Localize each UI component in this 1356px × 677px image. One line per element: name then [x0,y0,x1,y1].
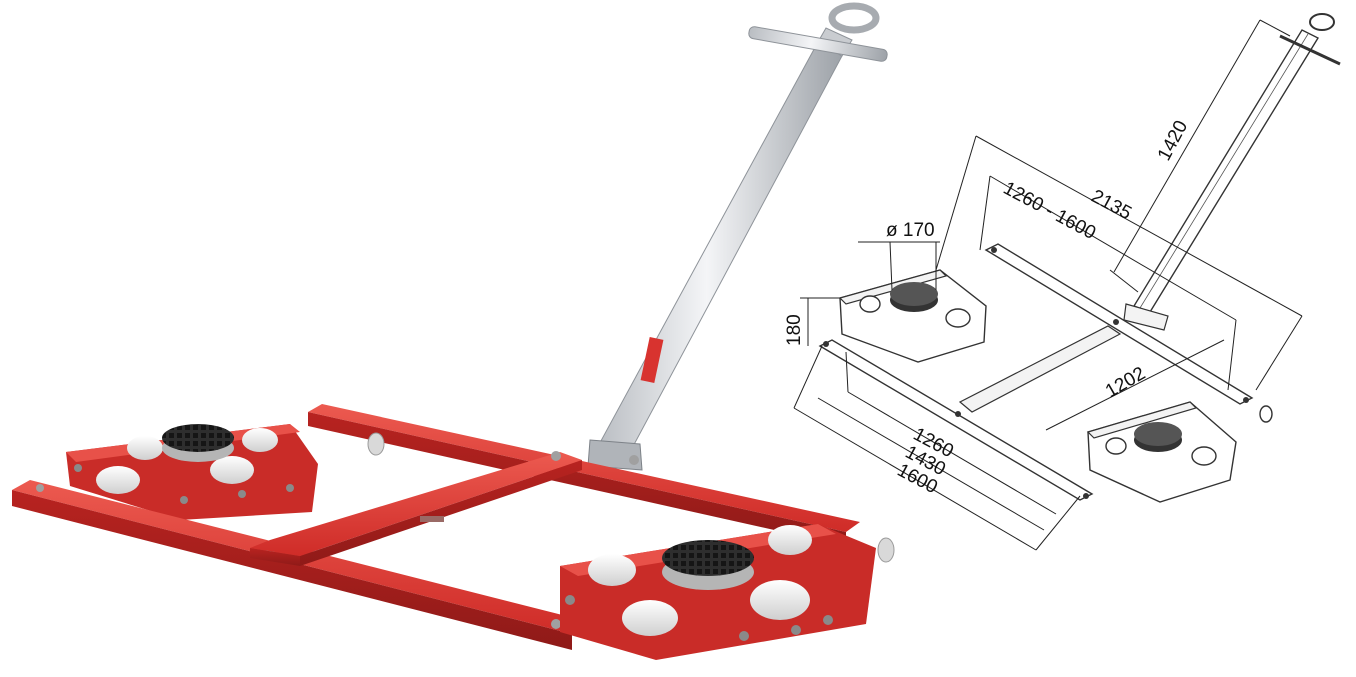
rear-frame-bar [308,404,860,546]
dolly-rear-left [66,424,318,520]
drawing-dolly-left [838,269,987,363]
dim-height: 180 [784,314,805,346]
tow-handle [587,2,888,471]
drawing-handle [1123,13,1341,331]
dim-inner-span: 1202 [1102,363,1149,402]
dolly-front-right [560,524,895,660]
product-render [12,2,895,660]
dim-handle-length: 1420 [1154,117,1192,164]
dim-adjustable-width: 1260 - 1600 [1000,178,1099,244]
dimension-lines [793,19,1303,551]
dim-overall-length: 2135 [1088,186,1135,224]
drawing-dolly-right [1086,401,1273,503]
dim-pad-diameter: ø 170 [886,220,935,241]
technical-drawing: 1420 2135 1260 - 1600 ø 170 180 1202 126… [784,13,1341,551]
cross-bars [250,451,639,566]
drawing-frame [818,243,1254,501]
